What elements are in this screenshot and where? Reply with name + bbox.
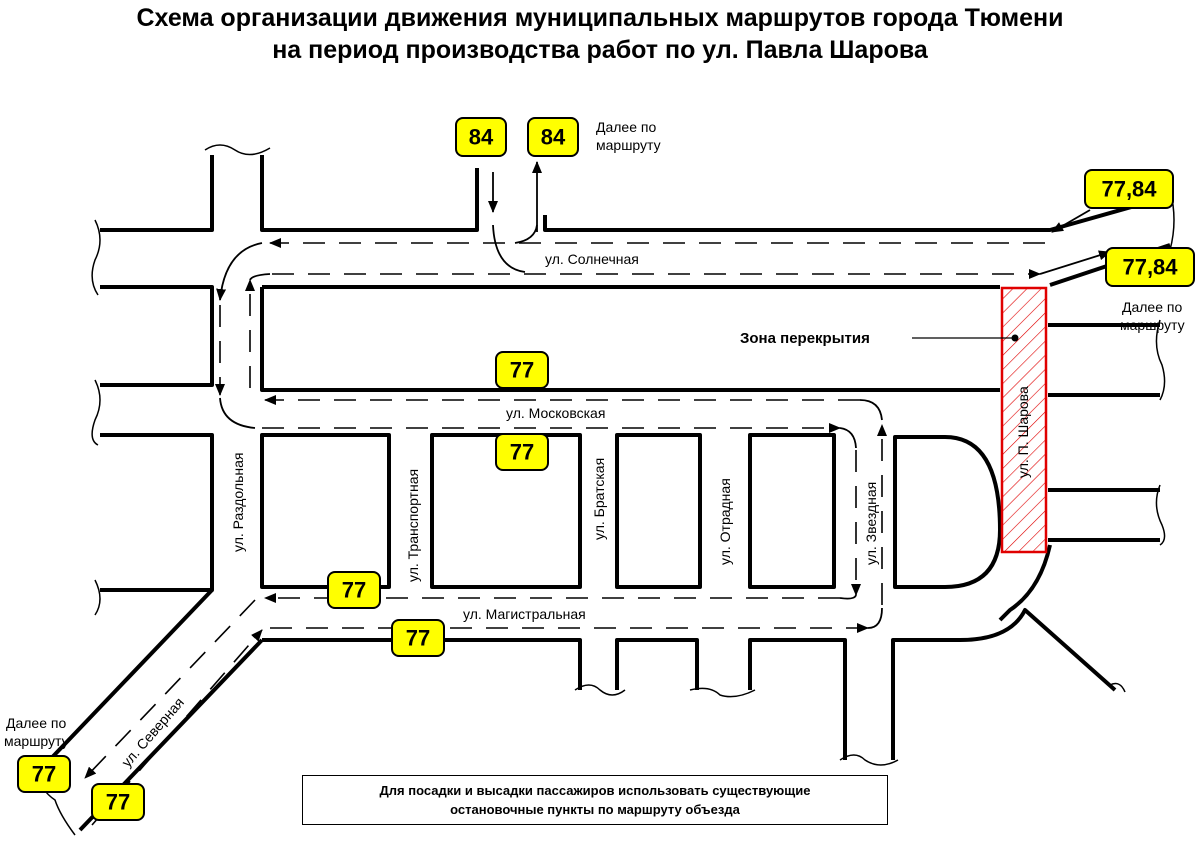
further-note-top-line1: Далее по bbox=[596, 119, 656, 135]
street-label-solnechnaya: ул. Солнечная bbox=[545, 251, 639, 267]
legend-box: Для посадки и высадки пассажиров использ… bbox=[302, 775, 888, 825]
svg-text:77,84: 77,84 bbox=[1122, 255, 1178, 280]
street-label-otradnaya: ул. Отрадная bbox=[717, 478, 733, 565]
svg-text:77,84: 77,84 bbox=[1101, 177, 1157, 202]
route-badge-84-inbound: 84 bbox=[455, 117, 507, 157]
svg-text:84: 84 bbox=[469, 125, 494, 150]
street-label-bratskaya: ул. Братская bbox=[591, 458, 607, 540]
title-line-1: Схема организации движения муниципальных… bbox=[136, 4, 1064, 32]
route-badge-77-84-right: 77,84 bbox=[1105, 247, 1195, 287]
street-label-transportnaya: ул. Транспортная bbox=[405, 469, 421, 582]
closure-zone-label: Зона перекрытия bbox=[740, 330, 870, 347]
svg-text:77: 77 bbox=[510, 358, 534, 383]
street-label-magistralnaya: ул. Магистральная bbox=[463, 606, 586, 622]
svg-text:77: 77 bbox=[510, 440, 534, 465]
further-note-right-line2: маршруту bbox=[1120, 317, 1185, 333]
route-badge-77-bottom: 77 bbox=[91, 783, 145, 821]
route-badge-77-magistralnaya-bottom: 77 bbox=[391, 619, 445, 657]
svg-text:84: 84 bbox=[541, 125, 566, 150]
title-line-2: на период производства работ по ул. Павл… bbox=[272, 36, 928, 64]
route-badge-77-moskovskaya-top: 77 bbox=[495, 351, 549, 389]
street-label-zvezdnaya: ул. Звездная bbox=[863, 482, 879, 565]
street-label-sharova: ул. П. Шарова bbox=[1015, 386, 1031, 478]
route-badge-77-left: 77 bbox=[17, 755, 71, 793]
further-note-left-line1: Далее по bbox=[6, 715, 66, 731]
legend-line-2: остановочные пункты по маршруту объезда bbox=[450, 802, 740, 817]
svg-text:77: 77 bbox=[342, 578, 366, 603]
further-note-top-line2: маршруту bbox=[596, 137, 661, 153]
legend-line-1: Для посадки и высадки пассажиров использ… bbox=[379, 783, 811, 798]
svg-text:77: 77 bbox=[106, 790, 130, 815]
route-badge-84-outbound: 84 bbox=[527, 117, 579, 157]
svg-text:77: 77 bbox=[32, 762, 56, 787]
closure-zone bbox=[912, 286, 1048, 554]
further-note-right-line1: Далее по bbox=[1122, 299, 1182, 315]
further-note-left-line2: маршруту bbox=[4, 733, 69, 749]
street-label-moskovskaya: ул. Московская bbox=[506, 405, 605, 421]
route-badge-77-84-top: 77,84 bbox=[1084, 169, 1174, 209]
street-label-razdolnaya: ул. Раздольная bbox=[230, 453, 246, 552]
route-badge-77-moskovskaya-bottom: 77 bbox=[495, 433, 549, 471]
svg-text:77: 77 bbox=[406, 626, 430, 651]
route-badge-77-magistralnaya-top: 77 bbox=[327, 571, 381, 609]
